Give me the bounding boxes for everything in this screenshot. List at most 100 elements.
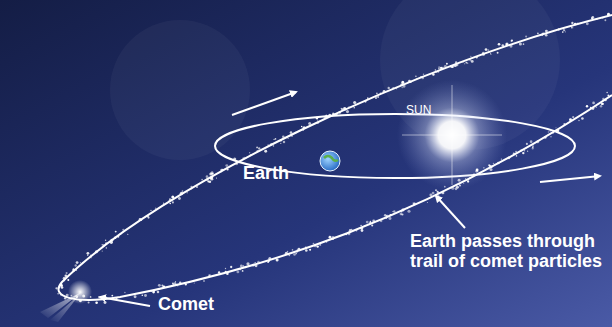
particle [429,193,432,196]
particle [384,214,387,217]
particle [509,45,512,48]
particle [322,119,324,121]
particle [233,158,236,161]
particle [442,67,443,68]
particle [64,297,66,299]
particle [493,163,495,165]
particle [150,210,151,211]
particle [169,198,171,200]
particle [180,192,183,195]
particle [169,203,171,205]
comet-label: Comet [158,295,214,315]
particle [402,208,405,211]
particle [158,284,161,287]
particle [475,170,478,173]
particle [152,291,155,294]
particle [320,244,321,245]
particle [64,280,66,282]
particle [595,106,596,107]
particle [387,87,389,89]
particle [282,135,285,138]
particle [230,266,232,268]
particle [348,106,349,107]
particle [256,146,258,148]
particle [548,131,549,132]
particle [489,168,492,171]
particle [522,152,524,154]
particle [377,96,379,98]
particle [604,19,606,21]
particle [490,53,491,54]
particle [450,65,453,68]
particle [563,123,565,125]
particle [607,94,609,96]
particle [558,28,559,29]
particle [556,127,557,128]
particle [580,22,581,23]
particle [476,56,478,58]
particle [110,241,113,244]
particle [578,120,580,122]
particle [301,126,303,128]
callout-note: Earth passes through trail of comet part… [410,232,606,272]
particle [178,197,181,200]
particle [76,261,79,264]
particle [155,208,157,210]
particle [329,236,332,239]
particle [117,236,119,238]
particle [601,103,603,105]
particle [562,31,564,33]
particle [313,243,315,245]
particle [270,143,273,146]
particle [508,157,511,160]
particle [515,151,517,153]
particle [288,254,290,256]
particle [375,97,377,99]
particle [444,186,446,188]
particle [303,130,304,131]
earth [320,151,340,171]
particle [257,261,260,264]
particle [527,151,528,152]
particle [182,190,184,192]
particle [407,208,408,209]
particle [317,122,319,124]
particle [297,251,298,252]
particle [325,115,328,118]
particle [174,283,176,285]
particle [290,131,293,134]
particle [246,262,249,265]
particle [483,167,484,168]
particle [497,52,499,54]
particle [244,157,245,158]
particle [87,255,88,256]
particle [607,14,609,16]
particle [380,219,383,222]
particle [353,107,354,108]
particle [256,150,258,152]
particle [454,64,457,67]
particle [344,108,347,111]
particle [90,257,91,258]
particle [360,227,363,230]
particle [309,249,311,251]
particle [258,147,260,149]
particle [105,240,106,241]
particle [276,259,279,262]
particle [470,56,471,57]
particle [487,49,489,51]
particle [306,127,307,128]
particle [210,177,213,180]
particle [482,52,484,54]
particle [456,186,459,189]
particle [353,106,354,107]
particle [590,107,592,109]
particle [506,44,508,46]
particle [175,281,176,282]
particle [252,264,255,267]
particle [545,34,548,37]
particle [409,80,410,81]
particle [353,101,356,104]
particle [87,252,90,255]
particle [149,291,150,292]
